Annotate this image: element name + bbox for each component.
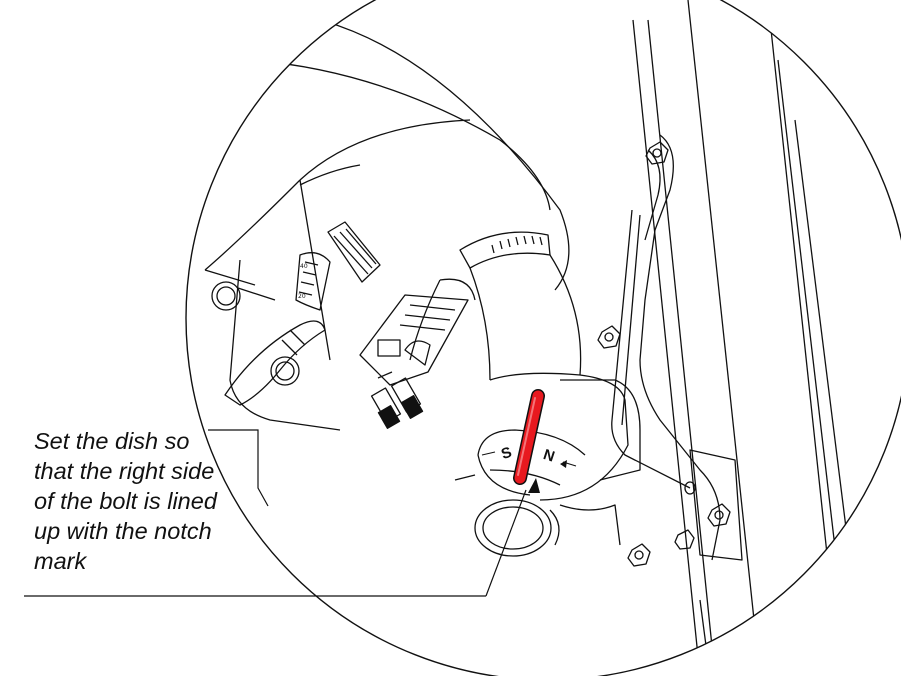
boom-end-cylinder [474,499,560,557]
support-neck [409,254,582,381]
bracket-bolt-low [707,503,731,527]
clamp-bolt-lower [270,356,300,386]
azimuth-ring [439,231,551,301]
dial-markings: S N [481,444,577,468]
wall-bracket [611,134,743,561]
bracket-bolt-bottom [627,543,651,567]
svg-text:20: 20 [298,293,306,300]
clamp-plate [559,379,641,546]
bracket-bolt-top [645,141,669,165]
mounting-mast [632,0,861,676]
callout-leader [24,429,527,597]
info-label [359,294,469,386]
svg-text:40: 40 [300,263,308,270]
lnb-connectors [370,371,424,429]
bracket-bolt-base [674,529,695,550]
clamp-arm [224,320,326,406]
elevation-scale: 40 20 [295,252,331,311]
warning-label [327,221,381,283]
alignment-bolt [513,389,545,485]
triangle-notch-mark-icon [528,478,540,493]
dish-housing [204,9,570,431]
clamp-bolt-upper [211,281,276,311]
instruction-callout-text: Set the dish so that the right side of t… [34,428,217,574]
bracket-bolt-mid [597,325,621,349]
dial-north-label: N [541,446,557,466]
magnifier-circle [185,0,901,676]
dial-south-label: S [499,444,514,463]
